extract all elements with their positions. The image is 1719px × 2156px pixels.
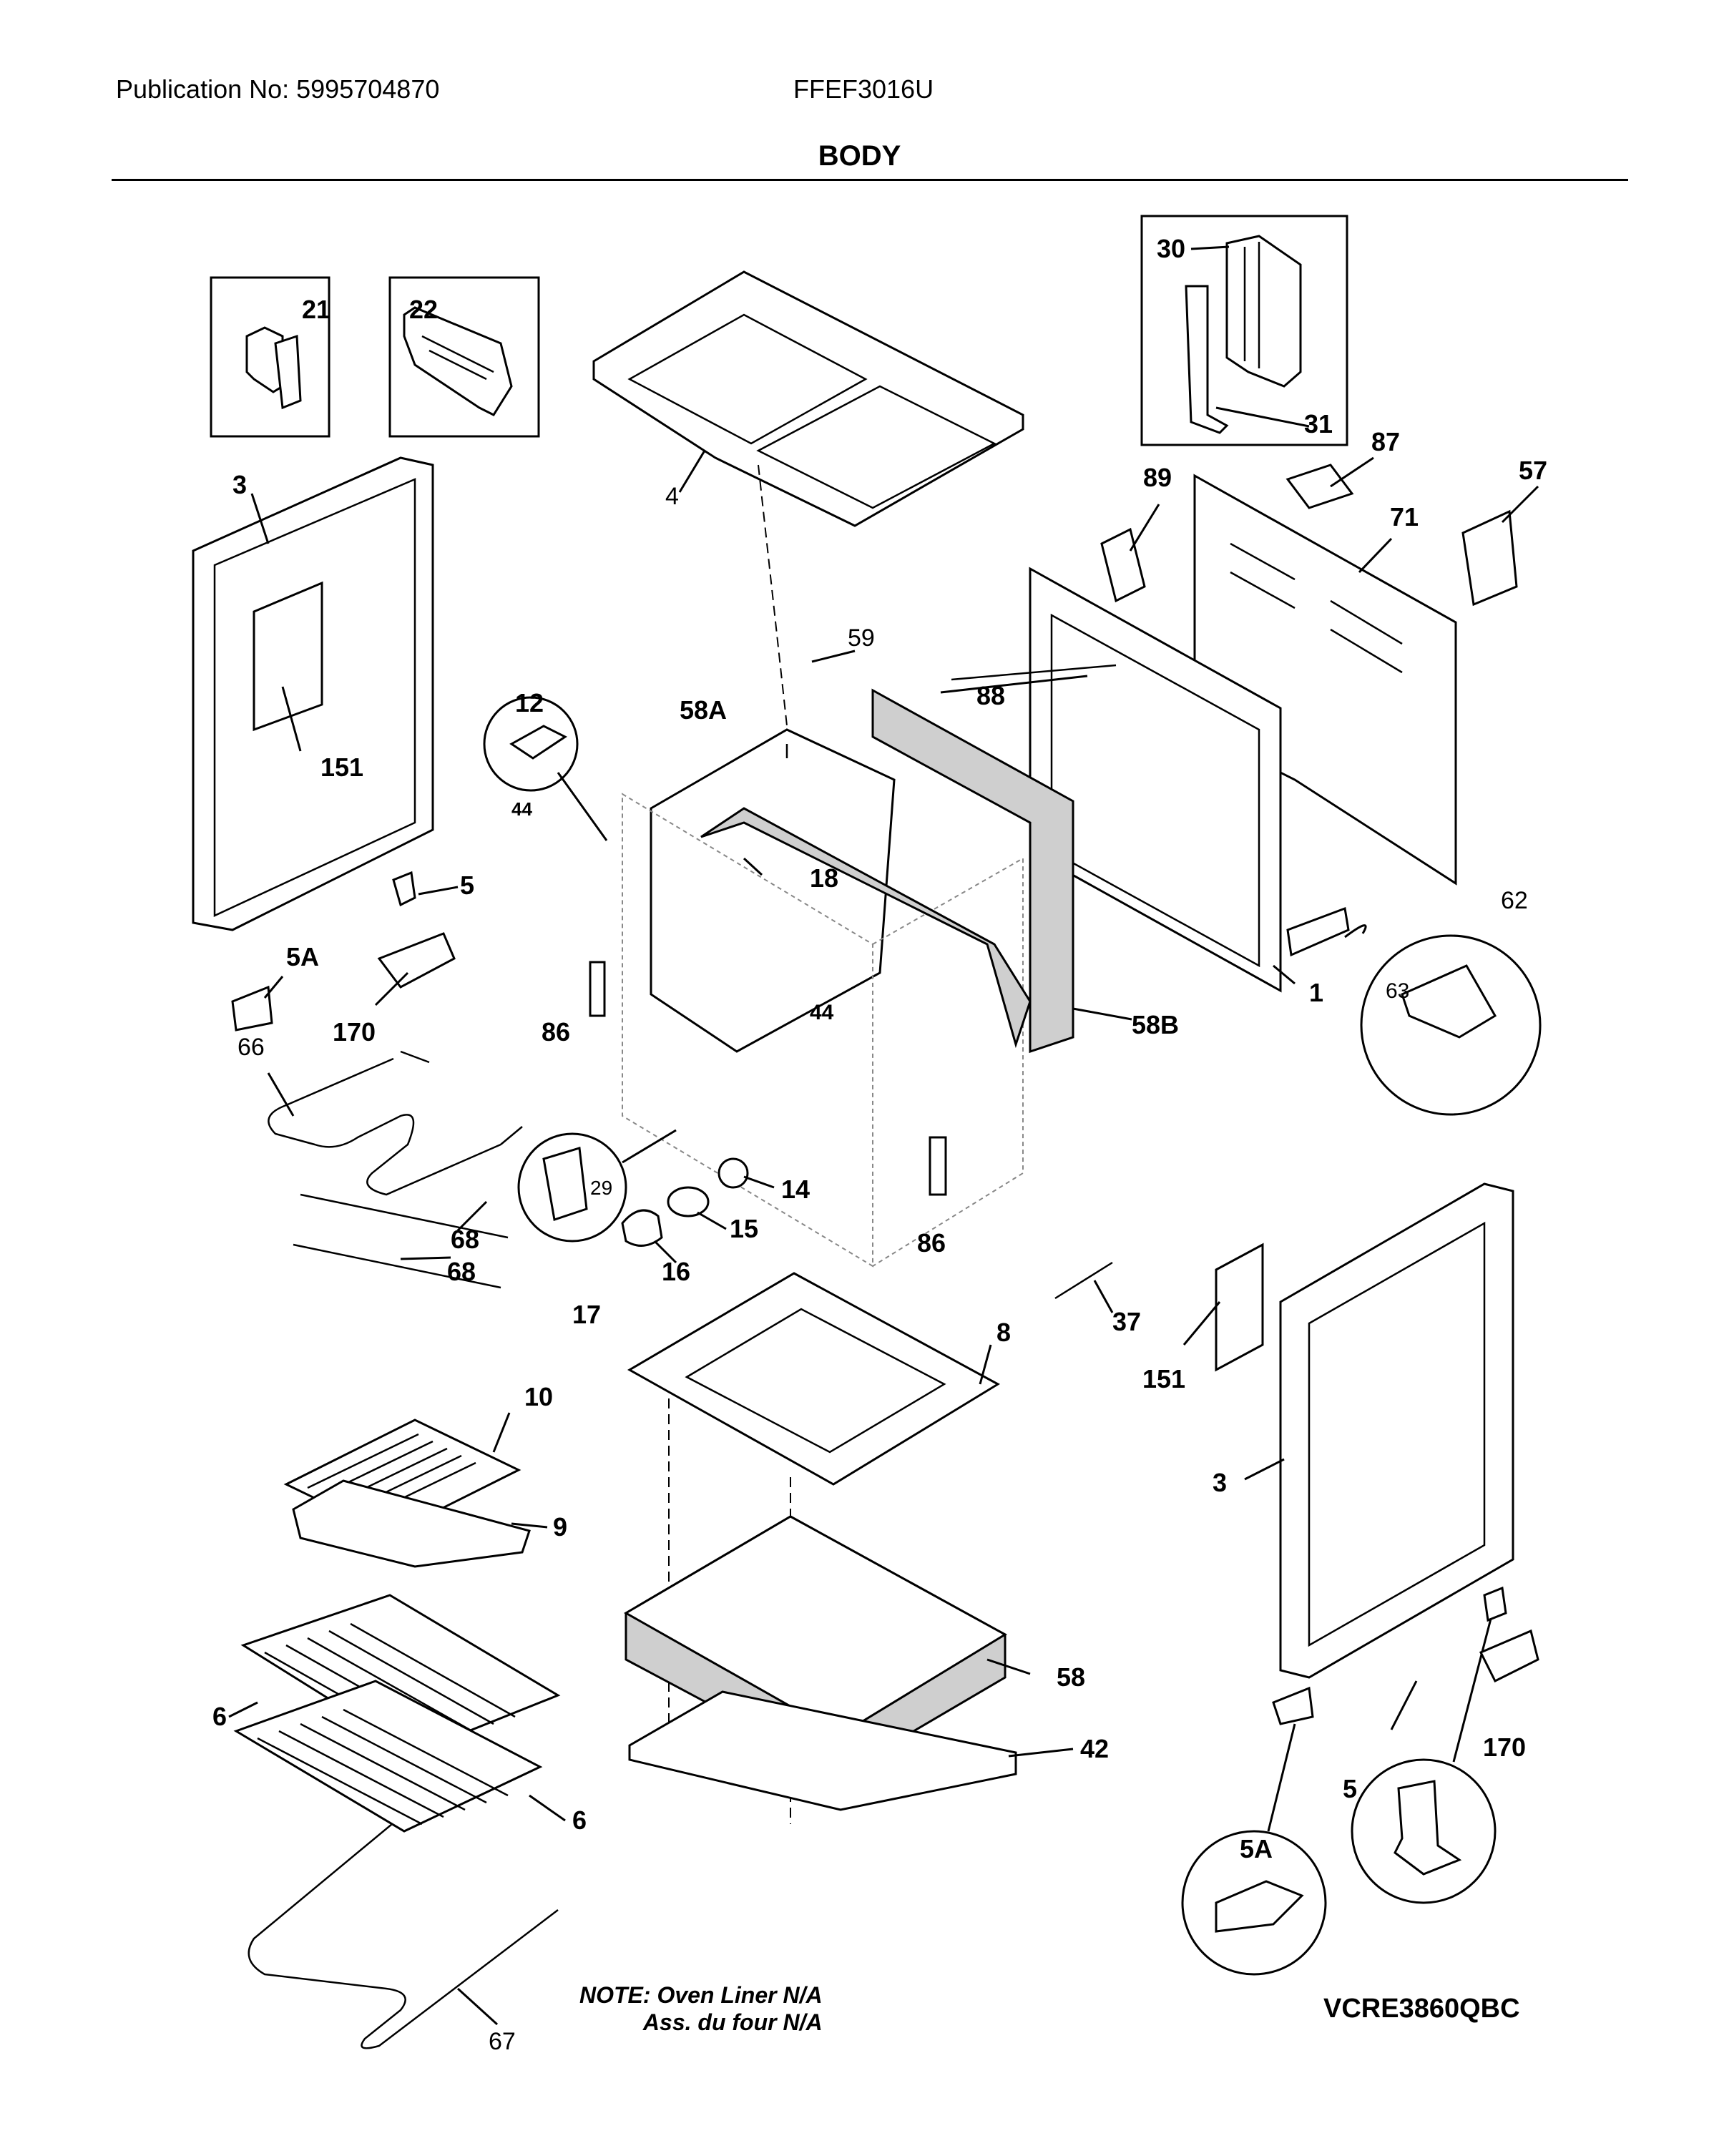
callout-5-a: 5 [460, 871, 474, 900]
lamp-assembly-14-15-16 [621, 1157, 749, 1247]
callout-88: 88 [976, 681, 1005, 710]
detail-circle-29 [517, 1129, 677, 1243]
callout-68-b: 68 [447, 1257, 476, 1286]
callout-31: 31 [1304, 409, 1333, 438]
callout-30: 30 [1157, 234, 1185, 263]
side-panel-3-left [192, 456, 434, 931]
callout-71: 71 [1390, 502, 1419, 531]
callout-86-a: 86 [542, 1017, 570, 1047]
callout-58: 58 [1057, 1662, 1085, 1692]
callout-58A: 58A [680, 695, 727, 725]
detail-circle-5 [1351, 1602, 1497, 1904]
callout-59: 59 [848, 624, 875, 652]
callout-44-a: 44 [511, 798, 532, 820]
callout-62: 62 [1501, 887, 1528, 914]
callout-170-a: 170 [333, 1017, 376, 1047]
note-line-english: NOTE: Oven Liner N/A [579, 1982, 823, 2008]
oven-racks-6 [233, 1594, 561, 1833]
callout-57: 57 [1519, 456, 1547, 485]
callout-170-b: 170 [1483, 1733, 1526, 1762]
inset-box-30-31 [1140, 215, 1348, 446]
callout-1: 1 [1309, 978, 1323, 1007]
callout-10: 10 [524, 1382, 553, 1411]
note-line-french: Ass. du four N/A [642, 2009, 823, 2035]
broiler-pan-9-10 [283, 1418, 531, 1568]
callout-22: 22 [409, 295, 438, 324]
callout-6-a: 6 [212, 1702, 227, 1731]
callout-29: 29 [590, 1177, 612, 1199]
leveling-legs-5-5A-170 [231, 871, 1539, 1725]
diagram-reference-code: VCRE3860QBC [1323, 1994, 1520, 2024]
header-divider [112, 179, 1628, 181]
callout-44-b: 44 [810, 1001, 834, 1024]
detail-circle-5A [1181, 1723, 1327, 1976]
side-panel-3-right [1215, 1182, 1514, 1679]
callout-151-left: 151 [320, 753, 363, 782]
oven-liner-note: NOTE: Oven Liner N/A Ass. du four N/A [579, 1981, 823, 2036]
broil-element-66 [268, 1050, 523, 1196]
callout-6-b: 6 [572, 1805, 587, 1835]
model-number: FFEF3016U [793, 74, 934, 104]
callout-8: 8 [996, 1318, 1011, 1347]
detail-circle-12 [483, 696, 608, 841]
callout-5A-b: 5A [1240, 1834, 1273, 1863]
inset-box-22 [388, 276, 540, 438]
publication-number: Publication No: 5995704870 [116, 74, 440, 104]
callout-3-left: 3 [232, 470, 247, 499]
callout-16: 16 [662, 1257, 690, 1286]
callout-42: 42 [1080, 1734, 1109, 1763]
callout-5-b: 5 [1343, 1774, 1357, 1803]
misc-brackets [293, 464, 1518, 1300]
top-panel-4 [592, 270, 1024, 759]
callout-17: 17 [572, 1300, 601, 1329]
detail-circle-62 [1344, 924, 1542, 1116]
callout-66: 66 [237, 1034, 265, 1061]
page-title: BODY [818, 140, 901, 172]
callout-18: 18 [810, 863, 838, 893]
callout-89: 89 [1143, 463, 1172, 492]
leader-lines [228, 245, 1539, 2026]
inset-box-21 [210, 276, 330, 438]
callout-15: 15 [730, 1214, 758, 1243]
callout-37: 37 [1112, 1307, 1141, 1336]
callout-87: 87 [1371, 427, 1400, 456]
callout-labels: 21 22 4 30 31 87 57 89 71 3 151 59 88 58… [212, 234, 1547, 2055]
callout-151-right: 151 [1142, 1364, 1185, 1393]
callout-3-right: 3 [1213, 1468, 1227, 1497]
callout-68-a: 68 [451, 1225, 479, 1254]
callout-9: 9 [553, 1512, 567, 1542]
callout-4: 4 [665, 483, 679, 510]
bake-element-67 [248, 1816, 559, 2049]
callout-58B: 58B [1132, 1010, 1179, 1039]
back-wall-1 [1029, 567, 1282, 993]
callout-63: 63 [1386, 979, 1409, 1003]
callout-86-b: 86 [917, 1228, 946, 1258]
callout-21: 21 [302, 295, 330, 324]
oven-cavity [622, 688, 1074, 1268]
callout-12: 12 [515, 688, 544, 717]
callout-14: 14 [781, 1175, 810, 1204]
bottom-panel-42 [628, 1690, 1017, 1811]
callout-5A-a: 5A [286, 942, 319, 971]
callout-67: 67 [489, 2028, 516, 2055]
